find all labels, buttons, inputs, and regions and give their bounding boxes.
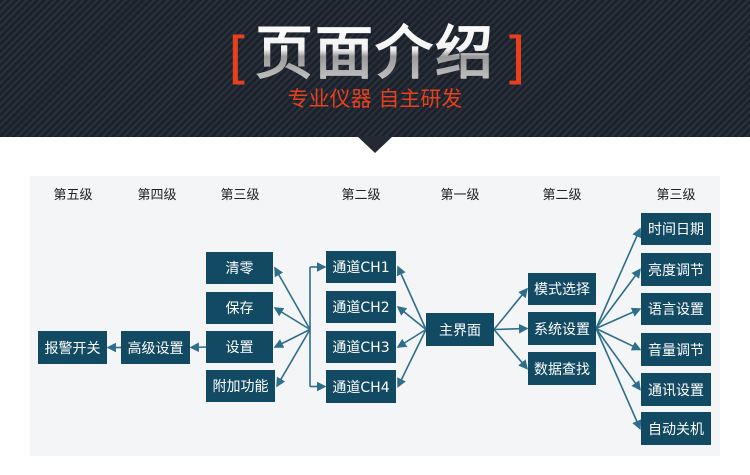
level-label-2-right: 第二级	[542, 188, 582, 203]
node-language[interactable]: 语言设置	[641, 293, 711, 325]
connector-mode	[493, 287, 529, 331]
connector-advanced	[189, 342, 207, 353]
connector-datetime	[595, 227, 642, 329]
node-clear[interactable]: 清零	[206, 252, 273, 284]
node-main[interactable]: 主界面	[426, 313, 494, 346]
node-mode[interactable]: 模式选择	[528, 273, 596, 305]
level-label-5: 第五级	[53, 188, 93, 203]
bracket-left: [	[228, 26, 250, 91]
node-data[interactable]: 数据查找	[528, 352, 596, 385]
node-volume[interactable]: 音量调节	[641, 333, 711, 366]
connector-main-ch4	[397, 329, 427, 388]
node-settings[interactable]: 设置	[206, 331, 273, 363]
page-subtitle: 专业仪器 自主研发	[287, 87, 463, 111]
node-brightness[interactable]: 亮度调节	[641, 253, 711, 286]
connector-system	[493, 323, 529, 334]
node-ch2[interactable]: 通道CH2	[326, 291, 396, 323]
node-alarm[interactable]: 报警开关	[38, 331, 107, 364]
connector-main-ch1	[396, 265, 427, 330]
level-label-3-left: 第三级	[220, 188, 260, 203]
connector-settings	[273, 328, 311, 348]
node-system[interactable]: 系统设置	[528, 312, 596, 345]
node-datetime[interactable]: 时间日期	[641, 213, 711, 245]
node-comm[interactable]: 通讯设置	[641, 373, 711, 406]
node-advanced[interactable]: 高级设置	[121, 331, 190, 364]
level-label-1: 第一级	[440, 188, 480, 203]
connector-poweroff	[595, 328, 642, 430]
connector-volume	[595, 327, 642, 351]
connector-main-ch2	[396, 305, 427, 331]
node-save[interactable]: 保存	[206, 292, 273, 324]
connector-brightness	[595, 268, 641, 329]
connector-data	[493, 328, 529, 370]
level-label-3-right: 第三级	[656, 188, 696, 203]
connector-comm	[595, 328, 641, 391]
level-label-4: 第四级	[137, 188, 177, 203]
node-ch3[interactable]: 通道CH3	[326, 331, 396, 363]
node-ch4[interactable]: 通道CH4	[326, 370, 396, 403]
node-ch1[interactable]: 通道CH1	[326, 251, 396, 283]
node-poweroff[interactable]: 自动关机	[641, 412, 711, 445]
connector-clear	[274, 266, 311, 330]
connector-main-ch3	[396, 328, 427, 348]
node-extra[interactable]: 附加功能	[206, 370, 275, 402]
banner-notch	[357, 136, 393, 153]
connector-language	[595, 307, 642, 330]
bracket-right: ]	[504, 26, 526, 91]
header-banner	[0, 0, 750, 137]
connector-save	[273, 307, 311, 331]
level-label-2-left: 第二级	[341, 188, 381, 203]
connector-extra	[276, 329, 311, 388]
page-title: 页面介绍	[250, 18, 500, 88]
